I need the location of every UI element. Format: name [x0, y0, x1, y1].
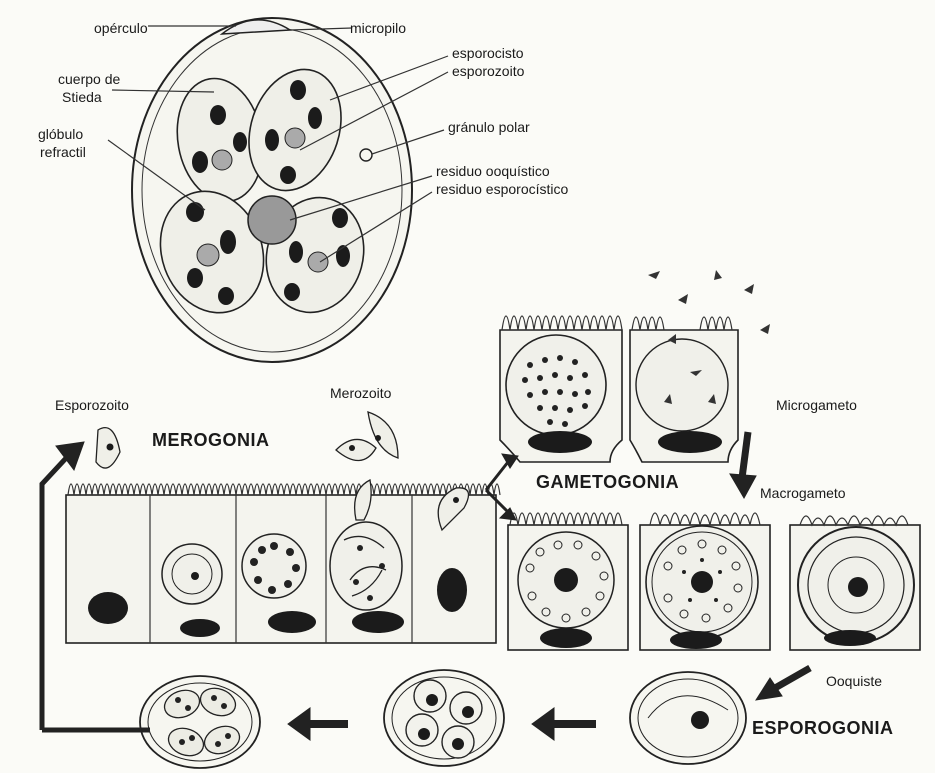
sporogony-stages	[140, 670, 746, 768]
free-merozoites	[336, 412, 398, 461]
stage-esporogonia: ESPOROGONIA	[752, 718, 894, 738]
sporulated-oocyst	[108, 18, 448, 362]
label-operculo: opérculo	[94, 20, 148, 36]
free-sporozoite	[96, 428, 120, 468]
stage-gametogonia: GAMETOGONIA	[536, 472, 679, 492]
label-esporozoito-inner: esporozoito	[452, 63, 525, 79]
label-microgameto: Microgameto	[776, 397, 857, 413]
label-esporocisto: esporocisto	[452, 45, 524, 61]
microgamont-cells	[500, 270, 770, 462]
label-globulo-2: refractil	[40, 144, 86, 160]
label-residuo-ooquistico: residuo ooquístico	[436, 163, 550, 179]
intestinal-epithelium	[66, 480, 500, 643]
label-merozoito: Merozoito	[330, 385, 392, 401]
label-esporozoito: Esporozoito	[55, 397, 129, 413]
label-granulo-polar: gránulo polar	[448, 119, 530, 135]
label-cuerpo-stieda-2: Stieda	[62, 89, 102, 105]
label-cuerpo-stieda-1: cuerpo de	[58, 71, 120, 87]
stage-merogonia: MEROGONIA	[152, 430, 270, 450]
label-residuo-esporocistico: residuo esporocístico	[436, 181, 569, 197]
label-ooquiste: Ooquiste	[826, 673, 882, 689]
oocyst-residuum	[248, 196, 296, 244]
label-globulo-1: glóbulo	[38, 126, 83, 142]
label-macrogameto: Macrogameto	[760, 485, 846, 501]
label-micropilo: micropilo	[350, 20, 406, 36]
macrogamete-cells	[508, 513, 920, 650]
